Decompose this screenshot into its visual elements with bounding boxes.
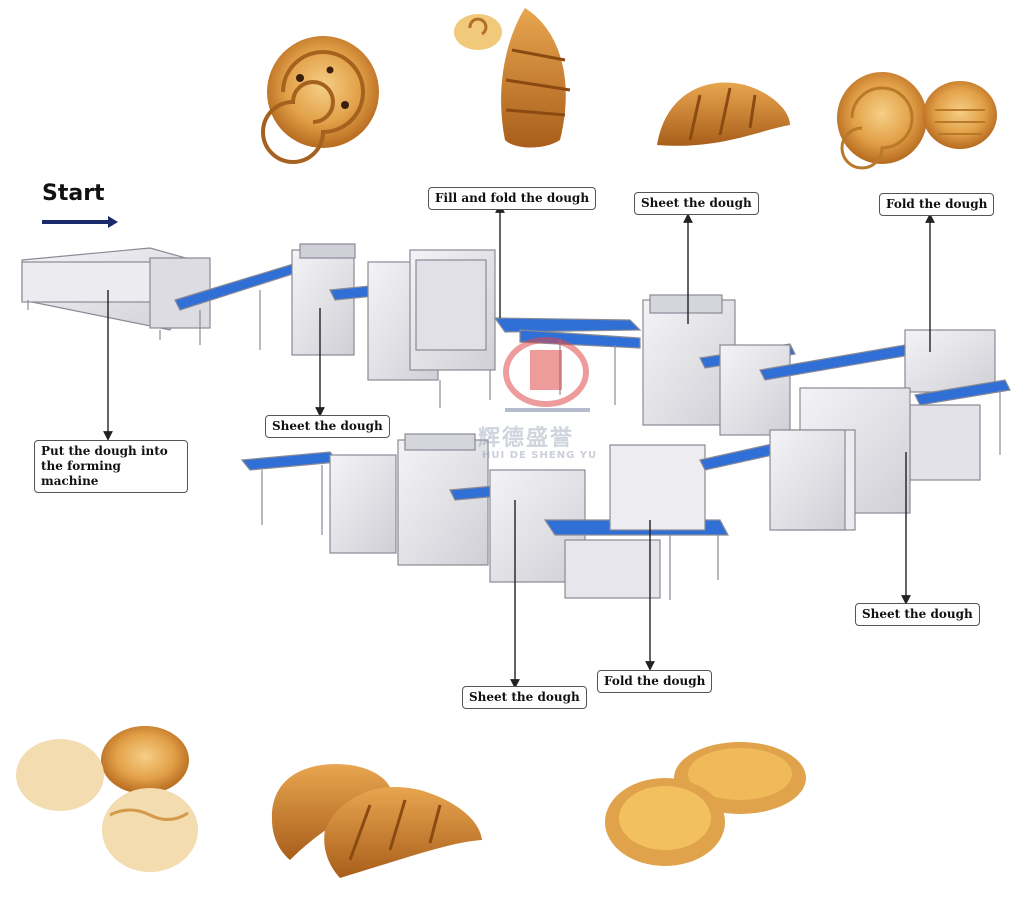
step-label-sheet-1: Sheet the dough <box>265 415 390 438</box>
pastry-swirl-raisin-image <box>263 36 379 162</box>
step-label-fold-2: Fold the dough <box>597 670 712 693</box>
step-label-put-dough: Put the dough into the forming machine <box>34 440 188 493</box>
bread-rolls-image <box>16 726 198 872</box>
step-label-fold-1: Fold the dough <box>879 193 994 216</box>
croissant-side-image <box>657 83 790 146</box>
watermark-cn-text: 辉德盛誉 <box>478 420 574 452</box>
egg-tarts-image <box>605 742 806 866</box>
layered-pastry-image <box>837 72 997 168</box>
watermark-en-text: HUI DE SHENG YU <box>482 450 597 461</box>
croissant-upright-image <box>454 8 570 148</box>
croissants-pair-image <box>272 764 482 878</box>
watermark-logo-icon <box>505 340 590 410</box>
step-label-fill-fold: Fill and fold the dough <box>428 187 596 210</box>
step-label-sheet-2: Sheet the dough <box>634 192 759 215</box>
start-title: Start <box>42 181 105 206</box>
step-label-sheet-3: Sheet the dough <box>855 603 980 626</box>
step-label-sheet-4: Sheet the dough <box>462 686 587 709</box>
